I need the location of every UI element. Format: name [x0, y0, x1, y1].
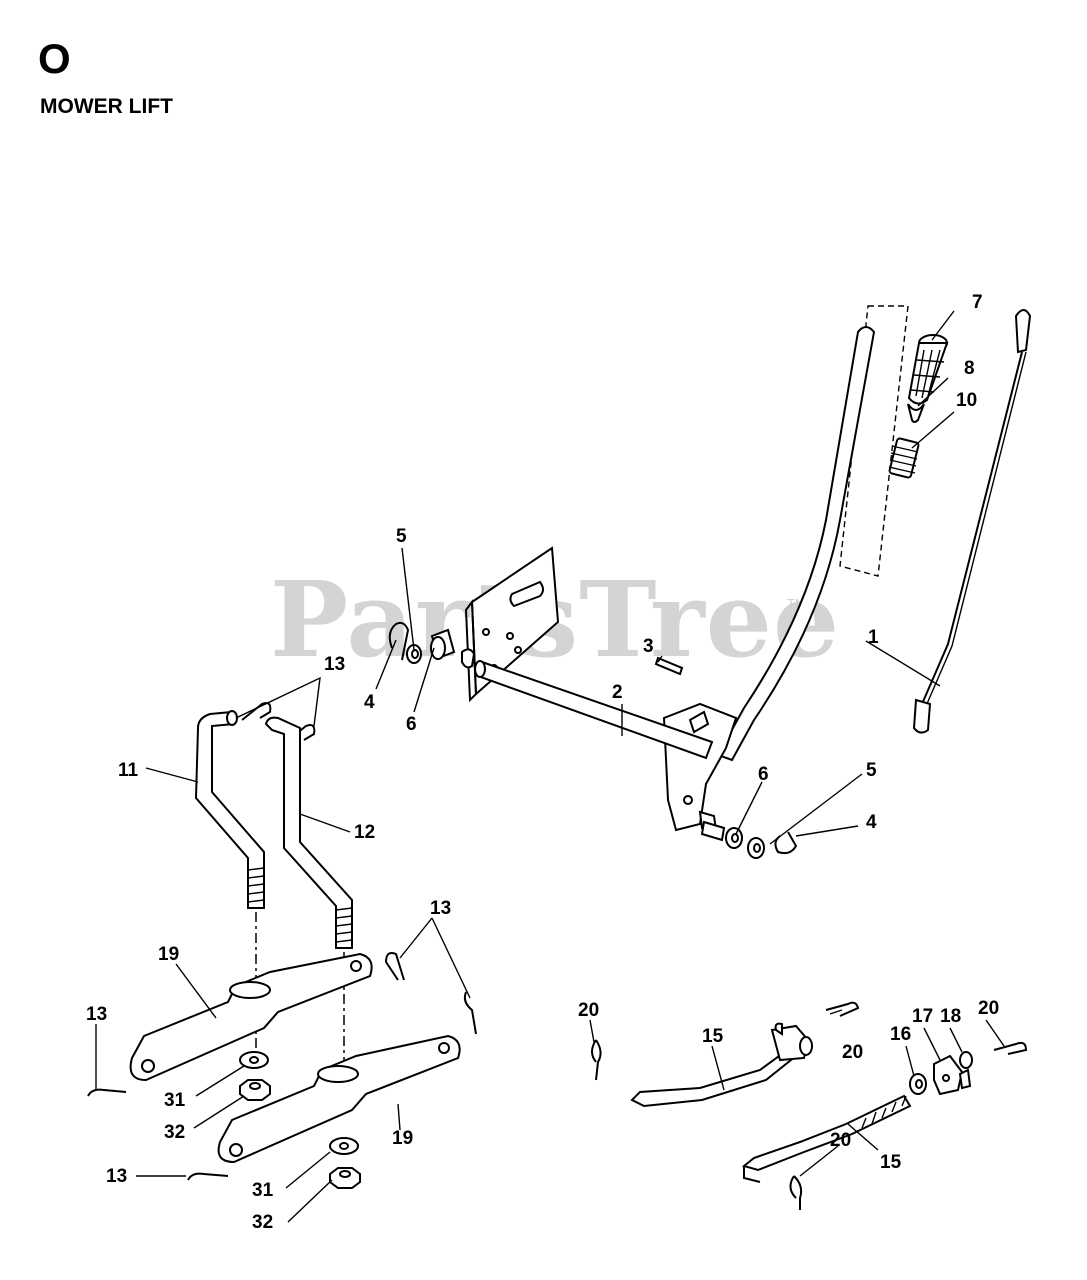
- callout-15: 15: [702, 1026, 724, 1047]
- callout-13-top: 13: [324, 654, 345, 675]
- callout-10: 10: [956, 390, 977, 411]
- section-title: MOWER LIFT: [40, 95, 173, 118]
- callout-32: 32: [164, 1122, 185, 1143]
- callout-20-right: 20: [978, 998, 999, 1019]
- callout-13-left: 13: [86, 1004, 107, 1025]
- cotter-pin-3[interactable]: [993, 1041, 1028, 1055]
- callout-1: 1: [868, 627, 879, 648]
- lift-lever-ghost-outline: [839, 305, 909, 577]
- spacer[interactable]: [239, 1051, 269, 1069]
- callout-13-mid: 13: [430, 898, 451, 919]
- callout-16: 16: [890, 1024, 911, 1045]
- hairpin-clip[interactable]: [388, 621, 410, 661]
- washer[interactable]: [406, 644, 422, 664]
- right-lift-link[interactable]: [264, 716, 353, 949]
- trunnion[interactable]: [933, 1054, 964, 1096]
- jam-nut-lower[interactable]: [329, 1167, 361, 1189]
- pin[interactable]: [654, 656, 684, 676]
- adjustment-rod[interactable]: [630, 1022, 813, 1108]
- hairpin-cotter-left[interactable]: [87, 1088, 127, 1097]
- callout-7: 7: [972, 292, 983, 313]
- lift-lever-bracket-slot: [688, 710, 710, 734]
- callout-20-left: 20: [578, 1000, 599, 1021]
- callout-labels: 1 2 3 4 4 5 5 6 6 7 8 10 11 12 13 13 13 …: [86, 292, 999, 1233]
- callout-31-lower: 31: [252, 1180, 274, 1201]
- callout-4: 4: [364, 692, 375, 713]
- hairpin-cotter[interactable]: [285, 724, 316, 743]
- callout-11: 11: [118, 760, 139, 781]
- callout-4-right: 4: [866, 812, 877, 833]
- nut[interactable]: [909, 1073, 927, 1095]
- callout-12: 12: [354, 822, 375, 843]
- callout-18: 18: [940, 1006, 961, 1027]
- callout-20-bottom: 20: [830, 1130, 851, 1151]
- callout-17: 17: [912, 1006, 933, 1027]
- hairpin-clip-right[interactable]: [774, 831, 798, 855]
- washer-right-2[interactable]: [747, 837, 765, 859]
- cotter-pin[interactable]: [591, 1039, 602, 1081]
- hairpin-cotter[interactable]: [241, 702, 272, 721]
- jam-nut[interactable]: [239, 1079, 271, 1101]
- callout-5: 5: [396, 526, 407, 547]
- spring[interactable]: [888, 437, 920, 479]
- spacer-lower[interactable]: [329, 1137, 359, 1155]
- lift-lever-bracket-hole: [683, 795, 693, 805]
- callout-19-lower: 19: [392, 1128, 413, 1149]
- washer-right[interactable]: [725, 827, 743, 849]
- callout-2: 2: [612, 682, 623, 703]
- callout-3: 3: [643, 636, 654, 657]
- callout-31: 31: [164, 1090, 186, 1111]
- lift-arm[interactable]: [129, 952, 373, 1082]
- hairpin-cotter-lower-2[interactable]: [463, 991, 477, 1035]
- hairpin-cotter-lower[interactable]: [385, 952, 405, 981]
- callout-5-right: 5: [866, 760, 877, 781]
- callout-19: 19: [158, 944, 179, 965]
- callout-6-right: 6: [758, 764, 769, 785]
- section-letter: O: [38, 35, 71, 82]
- left-lift-link[interactable]: [194, 710, 265, 909]
- grip[interactable]: [907, 334, 949, 405]
- bushing[interactable]: [430, 628, 456, 660]
- lift-handle-rod[interactable]: [912, 309, 1032, 734]
- callout-8: 8: [964, 358, 975, 379]
- cotter-pin-2[interactable]: [825, 1001, 860, 1017]
- callout-15-lower: 15: [880, 1152, 902, 1173]
- callout-32-lower: 32: [252, 1212, 273, 1233]
- cotter-pin-4[interactable]: [789, 1175, 803, 1210]
- lift-lever[interactable]: [716, 326, 876, 762]
- spring-seat[interactable]: [907, 403, 925, 423]
- lift-shaft[interactable]: [461, 648, 718, 832]
- callout-13-bottom: 13: [106, 1166, 127, 1187]
- callout-20-mid: 20: [842, 1042, 863, 1063]
- cotter-pin-trunnion[interactable]: [958, 1051, 973, 1090]
- lift-arm-lower[interactable]: [217, 1034, 461, 1164]
- leader-lines: [95, 310, 1005, 1223]
- callout-6: 6: [406, 714, 417, 735]
- bushing-stub[interactable]: [700, 820, 726, 842]
- adjustment-rod-lower[interactable]: [741, 1094, 912, 1183]
- hairpin-cotter-left-2[interactable]: [187, 1172, 229, 1181]
